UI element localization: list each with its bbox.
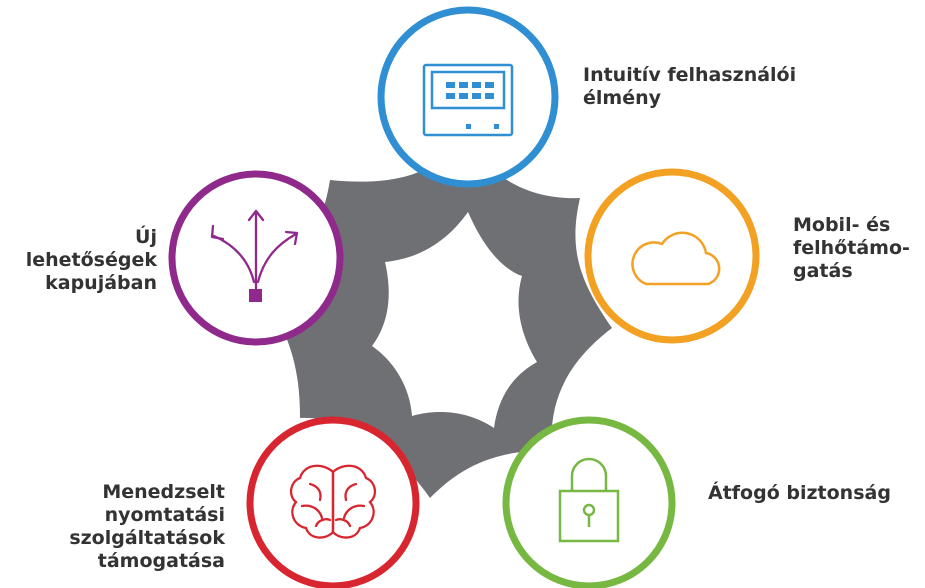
label-line: kapujában — [45, 272, 157, 294]
label-new-opportunities: Új lehetőségek kapujában — [26, 226, 157, 295]
label-line: lehetőségek — [25, 249, 157, 271]
label-managed-print: Menedzselt nyomtatási szolgáltatások tám… — [69, 481, 225, 573]
cloud-icon — [631, 231, 721, 286]
label-line: Menedzselt — [102, 481, 225, 503]
node-managed-print — [246, 416, 420, 588]
label-line: Átfogó biztonság — [708, 482, 891, 504]
node-mobile-cloud — [584, 168, 760, 344]
label-line: gatás — [793, 260, 853, 282]
node-intuitive — [377, 6, 559, 188]
branching-arrows-icon — [210, 209, 299, 302]
label-mobile-cloud: Mobil- és felhőtámo- gatás — [793, 214, 910, 283]
node-circle-orange — [584, 168, 760, 344]
brain-icon — [289, 464, 377, 539]
label-line: élmény — [583, 87, 661, 109]
label-line: támogatása — [97, 550, 225, 572]
node-new-opportunities — [168, 170, 344, 346]
label-line: Intuitív felhasználói — [583, 64, 797, 86]
label-line: Mobil- és — [793, 214, 891, 236]
label-security: Átfogó biztonság — [708, 482, 891, 505]
touchscreen-panel-icon — [422, 63, 514, 137]
label-intuitive: Intuitív felhasználói élmény — [583, 64, 796, 110]
padlock-icon — [558, 457, 620, 543]
label-line: nyomtatási — [104, 504, 225, 526]
label-line: felhőtámo- — [793, 237, 910, 259]
node-security — [502, 416, 676, 588]
central-star-ring — [262, 138, 612, 498]
label-line: szolgáltatások — [69, 527, 225, 549]
label-line: Új — [135, 226, 157, 248]
node-circle-green — [502, 416, 676, 588]
